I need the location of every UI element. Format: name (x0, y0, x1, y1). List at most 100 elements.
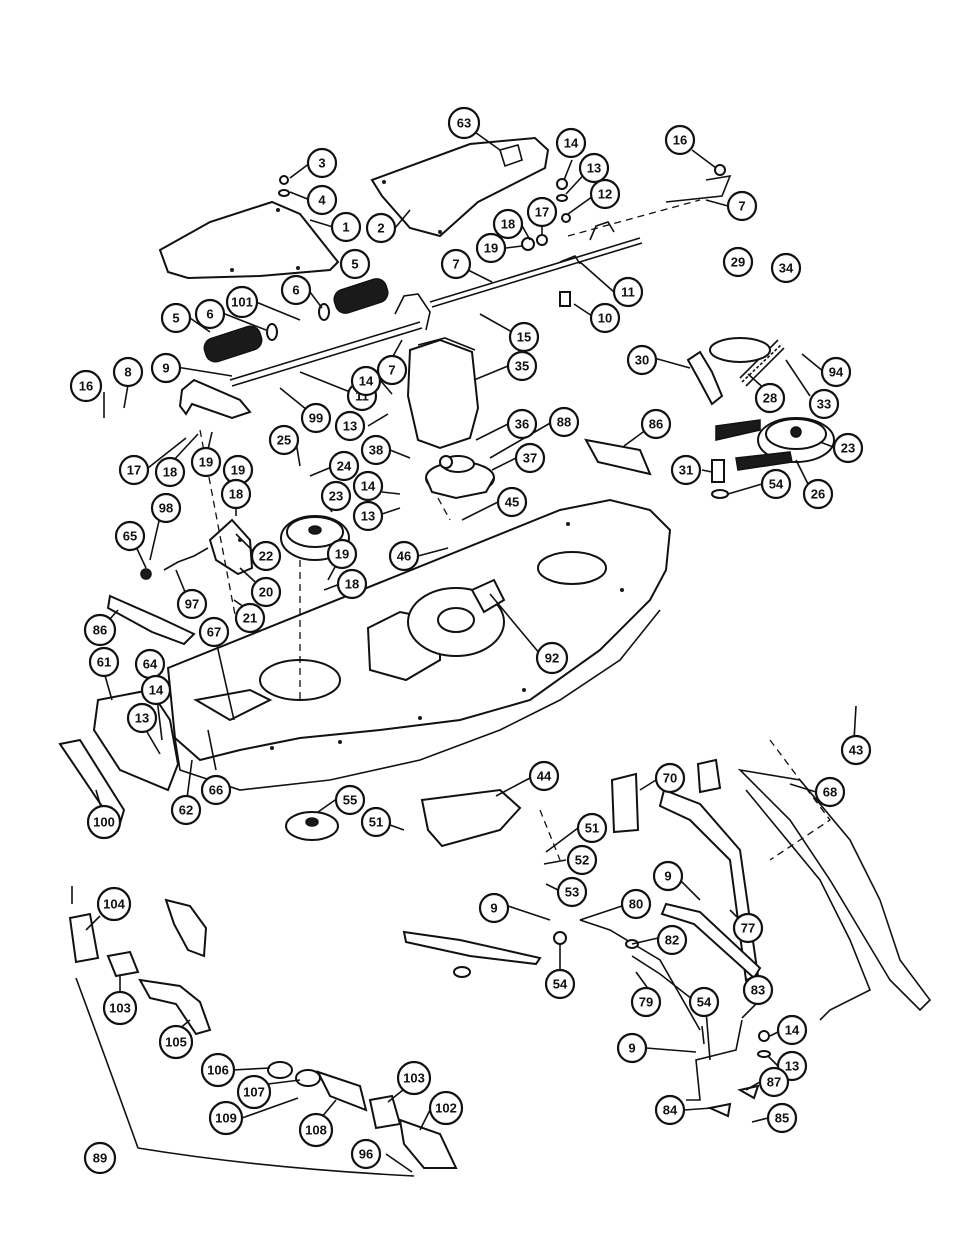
svg-text:2: 2 (377, 221, 384, 236)
callout-102: 102 (428, 1090, 464, 1126)
callout-54-link: 54 (688, 986, 720, 1018)
callout-80: 80 (620, 888, 652, 920)
svg-text:36: 36 (515, 417, 529, 432)
svg-text:98: 98 (159, 501, 173, 516)
svg-text:46: 46 (397, 549, 411, 564)
svg-text:84: 84 (663, 1103, 678, 1118)
left-belt-guard (158, 200, 340, 280)
linkage-rods-79-83 (553, 919, 771, 1118)
callout-19-pulley: 19 (326, 538, 358, 570)
svg-text:20: 20 (259, 585, 273, 600)
callout-44: 44 (528, 760, 560, 792)
svg-text:21: 21 (243, 611, 257, 626)
svg-text:51: 51 (369, 815, 383, 830)
callout-51-right: 51 (576, 812, 608, 844)
svg-text:14: 14 (149, 683, 164, 698)
svg-text:17: 17 (535, 205, 549, 220)
svg-text:79: 79 (639, 995, 653, 1010)
svg-text:3: 3 (318, 156, 325, 171)
callout-19-bracket: 19 (222, 454, 254, 486)
svg-text:88: 88 (557, 415, 571, 430)
callout-14-mid: 14 (350, 365, 382, 397)
callout-88: 88 (548, 406, 580, 438)
svg-text:19: 19 (199, 455, 213, 470)
linkage-rod (429, 221, 643, 308)
callout-4: 4 (306, 184, 338, 216)
svg-text:9: 9 (628, 1041, 635, 1056)
svg-text:5: 5 (351, 257, 358, 272)
svg-text:7: 7 (452, 257, 459, 272)
alignment-lines (199, 199, 831, 861)
tension-detail-inset (584, 337, 835, 499)
svg-text:54: 54 (697, 995, 712, 1010)
svg-text:70: 70 (663, 771, 677, 786)
callout-13-top: 13 (578, 152, 610, 184)
svg-text:92: 92 (545, 651, 559, 666)
callout-85: 85 (766, 1102, 798, 1134)
svg-text:68: 68 (823, 785, 837, 800)
callout-leaders (85, 129, 857, 1173)
svg-text:33: 33 (817, 397, 831, 412)
callout-17-left: 17 (118, 454, 150, 486)
callout-99: 99 (300, 402, 332, 434)
mower-deck-housing (166, 498, 672, 791)
callout-14-chute: 14 (140, 674, 172, 706)
svg-text:108: 108 (305, 1123, 327, 1138)
callout-64: 64 (134, 648, 166, 680)
callout-46: 46 (388, 540, 420, 572)
callout-45: 45 (496, 486, 528, 518)
svg-text:10: 10 (598, 311, 612, 326)
svg-text:18: 18 (229, 487, 243, 502)
callout-52: 52 (566, 844, 598, 876)
svg-text:53: 53 (565, 885, 579, 900)
svg-text:45: 45 (505, 495, 519, 510)
svg-text:28: 28 (763, 391, 777, 406)
svg-text:103: 103 (403, 1071, 425, 1086)
callout-62: 62 (170, 794, 202, 826)
callout-17-top: 17 (526, 196, 558, 228)
svg-text:6: 6 (292, 283, 299, 298)
svg-text:99: 99 (309, 411, 323, 426)
callout-63: 63 (447, 106, 481, 140)
callout-7-mid: 7 (440, 248, 472, 280)
svg-text:13: 13 (343, 419, 357, 434)
svg-text:54: 54 (769, 477, 784, 492)
callout-6-right: 6 (280, 274, 312, 306)
callout-97: 97 (176, 588, 208, 620)
callout-1: 1 (330, 211, 362, 243)
svg-text:107: 107 (243, 1085, 265, 1100)
svg-text:86: 86 (649, 417, 663, 432)
svg-text:24: 24 (337, 459, 352, 474)
svg-text:9: 9 (162, 361, 169, 376)
svg-text:23: 23 (841, 441, 855, 456)
svg-text:19: 19 (335, 547, 349, 562)
svg-text:106: 106 (207, 1063, 229, 1078)
svg-text:61: 61 (97, 655, 111, 670)
svg-text:65: 65 (123, 529, 137, 544)
svg-text:94: 94 (829, 365, 844, 380)
callout-108: 108 (298, 1112, 334, 1148)
callout-86-inset: 86 (640, 408, 672, 440)
callout-26: 26 (802, 478, 834, 510)
svg-text:44: 44 (537, 769, 552, 784)
svg-text:16: 16 (673, 133, 687, 148)
svg-text:8: 8 (124, 365, 131, 380)
callout-92: 92 (535, 641, 569, 675)
callout-31: 31 (670, 454, 702, 486)
svg-text:89: 89 (93, 1151, 107, 1166)
svg-text:19: 19 (231, 463, 245, 478)
svg-text:105: 105 (165, 1035, 187, 1050)
callout-54-inset: 54 (760, 468, 792, 500)
callout-14-gearbox: 14 (352, 470, 384, 502)
callout-67: 67 (198, 616, 230, 648)
baffle-44 (420, 788, 522, 848)
callout-24: 24 (328, 450, 360, 482)
svg-text:15: 15 (517, 330, 531, 345)
callout-20: 20 (250, 576, 282, 608)
svg-text:14: 14 (564, 136, 579, 151)
svg-text:102: 102 (435, 1101, 457, 1116)
svg-text:30: 30 (635, 353, 649, 368)
svg-text:7: 7 (738, 199, 745, 214)
callout-23-inset: 23 (832, 432, 864, 464)
callout-5-right: 5 (339, 248, 371, 280)
